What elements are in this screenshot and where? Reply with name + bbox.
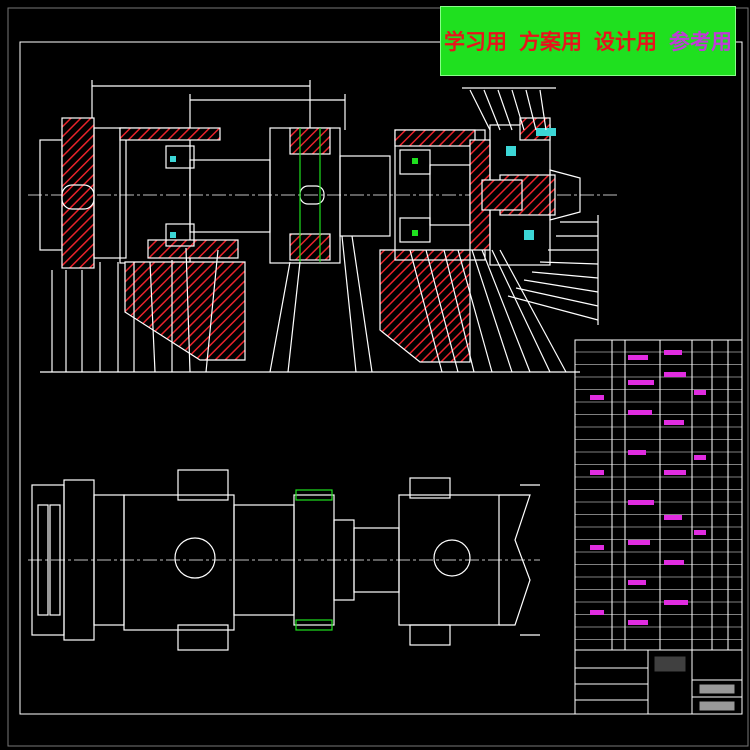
section-view	[28, 80, 620, 373]
table-entry-mark	[664, 350, 682, 355]
table-entry-mark	[628, 500, 654, 505]
table-entry-mark	[664, 372, 686, 377]
table-entry-mark	[590, 395, 604, 400]
table-entry-mark	[590, 470, 604, 475]
table-entry-mark	[628, 580, 646, 585]
table-entry-mark	[628, 410, 652, 415]
table-entry-mark	[590, 545, 604, 550]
table-entry-mark	[628, 450, 646, 455]
table-entry-mark	[590, 610, 604, 615]
banner-label-design: 设计用	[594, 30, 657, 54]
banner-label-study: 学习用	[444, 30, 507, 54]
table-entry-mark	[664, 600, 688, 605]
banner-label-scheme: 方案用	[519, 30, 582, 54]
outer-frame	[7, 7, 749, 747]
table-entry-mark	[628, 540, 650, 545]
banner-label-reference: 参考用	[669, 30, 732, 54]
drawing-frame	[19, 41, 743, 715]
parts-list-table	[574, 339, 743, 715]
table-entry-mark	[694, 455, 706, 460]
table-entry-mark	[628, 380, 654, 385]
table-entry-mark	[664, 560, 684, 565]
table-entry-mark	[694, 530, 706, 535]
table-entry-mark	[628, 355, 648, 360]
usage-banner: 学习用 方案用 设计用 参考用	[440, 6, 736, 76]
table-entry-mark	[694, 390, 706, 395]
table-entry-mark	[664, 515, 682, 520]
table-entry-mark	[664, 470, 686, 475]
plan-view	[28, 469, 540, 651]
table-entry-mark	[664, 420, 684, 425]
table-entry-mark	[628, 620, 648, 625]
